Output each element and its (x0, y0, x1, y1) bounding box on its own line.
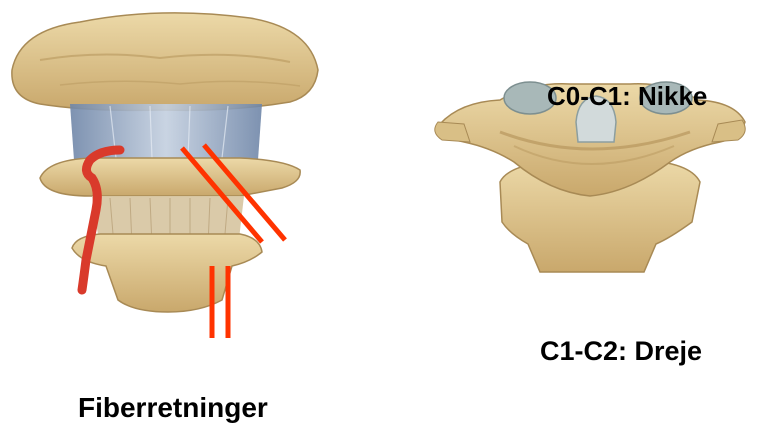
label-fiber-directions: Fiberretninger (78, 392, 268, 424)
occipital-bone (12, 13, 318, 111)
label-c0-c1-nodding: C0-C1: Nikke (547, 81, 707, 112)
label-c1-c2-rotation: C1-C2: Dreje (540, 336, 702, 367)
axis-c2 (72, 234, 262, 312)
atlas-c1 (40, 158, 300, 196)
upper-cervical-ligament-illustration (0, 0, 330, 350)
